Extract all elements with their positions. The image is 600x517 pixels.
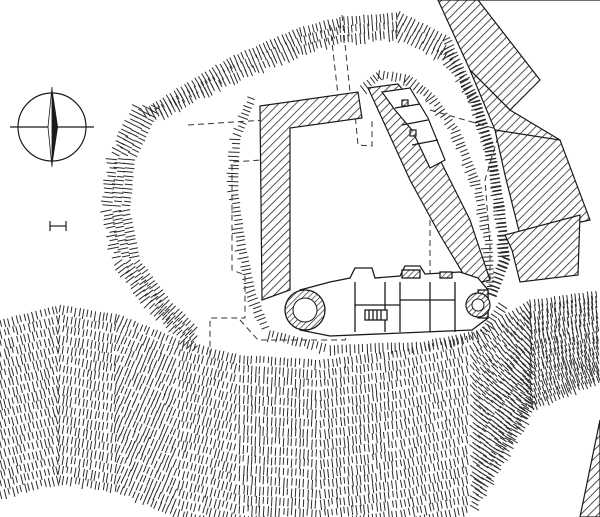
staircase <box>364 309 388 321</box>
south-west-round-tower <box>284 289 326 331</box>
north-east-range <box>380 87 446 169</box>
eastern-outer-bastions <box>437 0 600 283</box>
west-curtain-wall <box>259 91 363 301</box>
scale-bar-icon <box>49 221 67 231</box>
east-curtain-wall <box>367 83 491 286</box>
south-east-wall-fragment <box>579 419 600 517</box>
lower-slope-hachures <box>0 290 600 517</box>
south-east-round-tower <box>465 292 491 318</box>
curtain-walls <box>259 83 491 301</box>
north-arrow-icon <box>10 86 94 168</box>
south-palace-range <box>299 265 489 337</box>
